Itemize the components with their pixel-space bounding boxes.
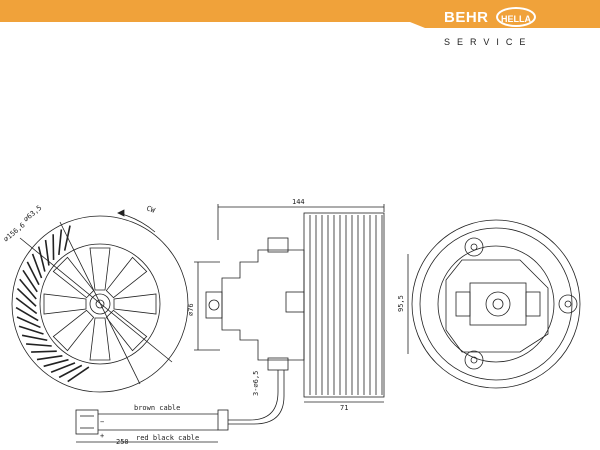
rotation-arrowhead bbox=[117, 209, 125, 217]
rear-bearing bbox=[485, 291, 511, 317]
diameter-line-outer bbox=[19, 237, 173, 363]
impeller-vane bbox=[50, 362, 76, 374]
impeller-inner-rim bbox=[39, 243, 161, 365]
brush-holder-right bbox=[525, 291, 541, 317]
rotation-label: CW bbox=[145, 204, 156, 215]
impeller-spoke bbox=[43, 293, 87, 315]
dim-cable-length: 250 bbox=[116, 438, 129, 446]
diameter-line-hub bbox=[59, 221, 141, 385]
impeller-spoke bbox=[89, 317, 111, 361]
cable-grommet bbox=[217, 409, 229, 431]
connector-clip bbox=[285, 291, 305, 313]
hub-center bbox=[95, 299, 105, 309]
motor-side-view: 144 ⌀76 71 3-⌀6,5 bbox=[187, 198, 385, 431]
hub-ring bbox=[89, 293, 111, 315]
terminal-plus: + bbox=[100, 432, 104, 440]
mount-boss-top bbox=[267, 237, 289, 253]
rear-inner-rim bbox=[419, 227, 573, 381]
impeller-vane bbox=[26, 343, 52, 347]
impeller-vane bbox=[15, 306, 39, 322]
impeller-spokes bbox=[43, 247, 157, 361]
impeller-spoke bbox=[52, 256, 95, 299]
impeller-vane bbox=[67, 366, 90, 383]
motor-flange bbox=[445, 259, 549, 353]
impeller-vane bbox=[31, 350, 57, 353]
impeller-outer-rim bbox=[11, 215, 189, 393]
impeller-vane bbox=[19, 278, 37, 300]
impeller-blades-side bbox=[309, 215, 383, 395]
impeller-spoke bbox=[89, 247, 111, 291]
impeller-vane bbox=[31, 253, 43, 279]
mount-ear-top bbox=[464, 237, 484, 257]
impeller-vanes bbox=[15, 225, 90, 383]
impeller-vane bbox=[58, 229, 63, 256]
label-red-black-cable: red black cable bbox=[136, 434, 199, 442]
impeller-spoke bbox=[113, 293, 157, 315]
impeller-vane bbox=[21, 334, 48, 342]
rear-mount-ring bbox=[437, 245, 555, 363]
dim-body-height: ⌀76 bbox=[187, 303, 195, 316]
brand-behr-text: BEHR bbox=[444, 9, 489, 26]
impeller-vane bbox=[18, 325, 44, 335]
dim-flange: 95,5 bbox=[397, 295, 405, 312]
dim-hole: 3-⌀6,5 bbox=[252, 371, 260, 396]
motor-end-cap bbox=[469, 282, 527, 326]
impeller-spoke bbox=[52, 309, 95, 352]
impeller-vane bbox=[58, 364, 83, 379]
connector-plug bbox=[75, 409, 99, 435]
impeller-spoke bbox=[105, 309, 148, 352]
impeller-vane bbox=[43, 358, 69, 368]
dim-overall-length: 144 bbox=[292, 198, 305, 206]
rear-shaft bbox=[492, 298, 504, 310]
impeller-vane bbox=[37, 246, 46, 272]
rear-outer-rim bbox=[411, 219, 581, 389]
impeller-vane bbox=[26, 261, 40, 286]
shaft-end bbox=[205, 291, 223, 319]
motor-cable-harness bbox=[228, 370, 279, 421]
dim-hub-diameter: ⌀63,5 bbox=[22, 204, 43, 224]
impeller-vane bbox=[22, 269, 38, 293]
mount-ear-bottom bbox=[464, 350, 484, 370]
impeller-front-view: CW ⌀156,6 ⌀63,5 bbox=[2, 204, 189, 393]
label-brown-cable: brown cable bbox=[134, 404, 180, 412]
impeller-vane bbox=[16, 316, 41, 329]
motor-housing bbox=[221, 249, 305, 361]
brush-holder-left bbox=[455, 291, 471, 317]
impeller-vane bbox=[36, 354, 63, 361]
mount-ear-right bbox=[558, 294, 578, 314]
terminal-minus: − bbox=[100, 418, 104, 426]
impeller-vane bbox=[16, 287, 37, 307]
dim-impeller-length: 71 bbox=[340, 404, 348, 412]
impeller-vane bbox=[63, 225, 71, 251]
impeller-vane bbox=[15, 297, 38, 315]
technical-drawing: CW ⌀156,6 ⌀63,5 144 ⌀76 71 3-⌀6,5 bbox=[2, 198, 581, 446]
brand-tagline: SERVICE bbox=[444, 37, 533, 47]
cable-harness: − + brown cable red black cable 250 bbox=[75, 404, 218, 446]
brand-hella-emblem: HELLA bbox=[496, 7, 536, 27]
impeller-spoke bbox=[105, 256, 148, 299]
brand-logo: BEHR HELLA SERVICE bbox=[444, 6, 594, 47]
motor-rear-view: 95,5 bbox=[397, 219, 581, 389]
